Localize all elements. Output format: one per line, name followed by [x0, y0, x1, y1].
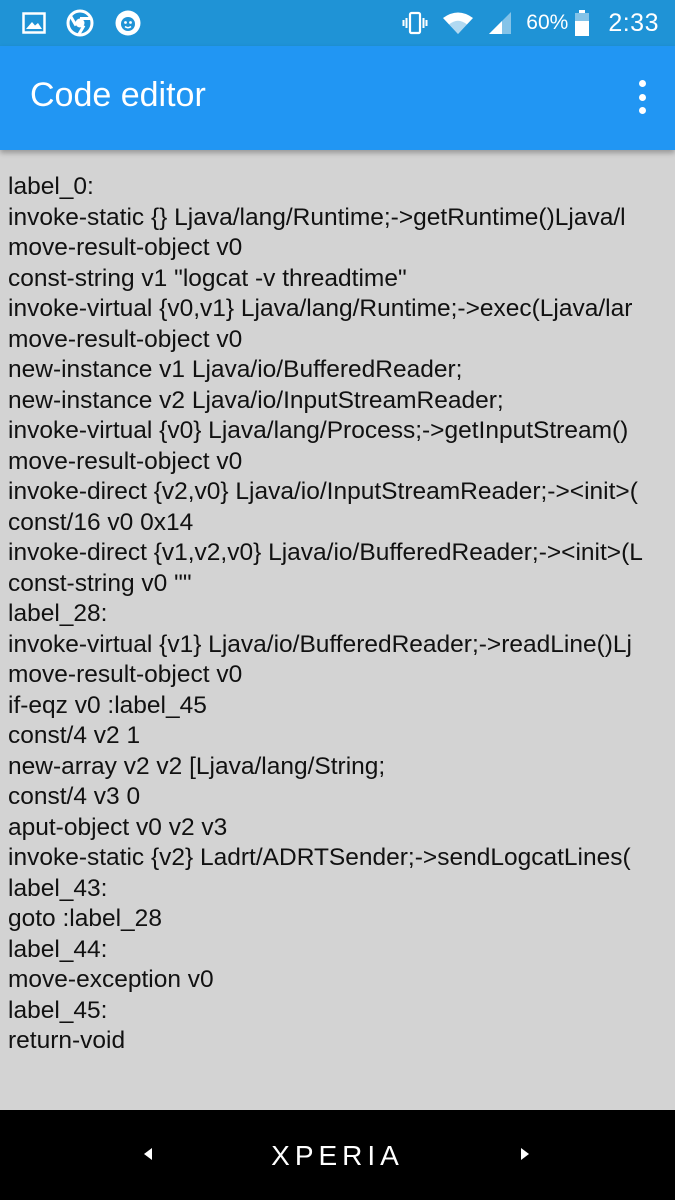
code-line: return-void — [8, 1027, 126, 1054]
signal-icon — [488, 11, 512, 35]
code-line: const/4 v3 0 — [8, 783, 141, 810]
code-line: label_28: — [8, 600, 108, 627]
code-line: move-exception v0 — [8, 966, 214, 993]
overflow-dot — [638, 107, 646, 114]
code-line: new-array v2 v2 [Ljava/lang/String; — [8, 752, 386, 780]
code-line: goto :label_28 — [8, 905, 162, 932]
battery-percent: 60% — [526, 11, 569, 34]
code-line: move-result-object v0 — [8, 447, 243, 475]
vibrate-icon — [402, 10, 428, 36]
lion-icon — [114, 9, 142, 37]
code-line: aput-object v0 v2 v3 — [8, 813, 228, 841]
code-line: const-string v1 "logcat -v threadtime" — [8, 264, 407, 292]
overflow-dot — [638, 80, 646, 87]
overflow-dot — [638, 93, 646, 101]
wifi-icon — [442, 11, 474, 35]
navigation-bar: XPERIA — [0, 1110, 675, 1200]
page-title: Code editor — [30, 76, 206, 114]
code-line: move-result-object v0 — [8, 325, 243, 353]
chrome-icon — [66, 9, 94, 37]
code-line: const/4 v2 1 — [8, 722, 141, 749]
app-bar: Code editor — [0, 46, 675, 150]
gallery-icon — [22, 12, 46, 34]
code-line: label_0: — [8, 173, 94, 200]
code-editor[interactable]: label_0: invoke-static {} Ljava/lang/Runt… — [0, 150, 675, 1110]
code-line: invoke-static {v2} Ladrt/ADRTSender;->se… — [8, 844, 631, 871]
code-line: if-eqz v0 :label_45 — [8, 691, 207, 719]
code-line: invoke-static {} Ljava/lang/Runtime;->ge… — [8, 203, 626, 231]
status-right-icons: 60% 2:33 — [388, 0, 659, 46]
more-vert-icon[interactable] — [631, 72, 653, 122]
status-left-icons — [22, 9, 162, 37]
code-lines[interactable]: label_0: invoke-static {} Ljava/lang/Runt… — [8, 172, 643, 1057]
code-line: invoke-virtual {v0,v1} Ljava/lang/Runtim… — [8, 295, 633, 322]
code-line: const/16 v0 0x14 — [8, 508, 194, 536]
forward-arrow-icon[interactable] — [521, 1148, 529, 1160]
battery-icon — [574, 9, 590, 37]
code-line: invoke-direct {v1,v2,v0} Ljava/io/Buffer… — [8, 539, 643, 566]
status-bar: 60% 2:33 — [0, 0, 675, 46]
code-line: move-result-object v0 — [8, 234, 243, 261]
code-line: label_45: — [8, 996, 108, 1024]
brand-logo: XPERIA — [271, 1140, 404, 1171]
code-line: new-instance v2 Ljava/io/InputStreamRead… — [8, 386, 504, 414]
code-line: invoke-virtual {v0} Ljava/lang/Process;-… — [8, 417, 629, 444]
code-line: invoke-direct {v2,v0} Ljava/io/InputStre… — [8, 478, 638, 505]
code-line: move-result-object v0 — [8, 661, 243, 688]
back-arrow-icon[interactable] — [144, 1148, 152, 1160]
code-line: const-string v0 "" — [8, 569, 192, 597]
code-line: new-instance v1 Ljava/io/BufferedReader; — [8, 356, 463, 383]
code-line: invoke-virtual {v1} Ljava/io/BufferedRea… — [8, 630, 632, 658]
code-line: label_44: — [8, 935, 108, 963]
status-clock: 2:33 — [608, 8, 659, 37]
code-line: label_43: — [8, 874, 108, 902]
